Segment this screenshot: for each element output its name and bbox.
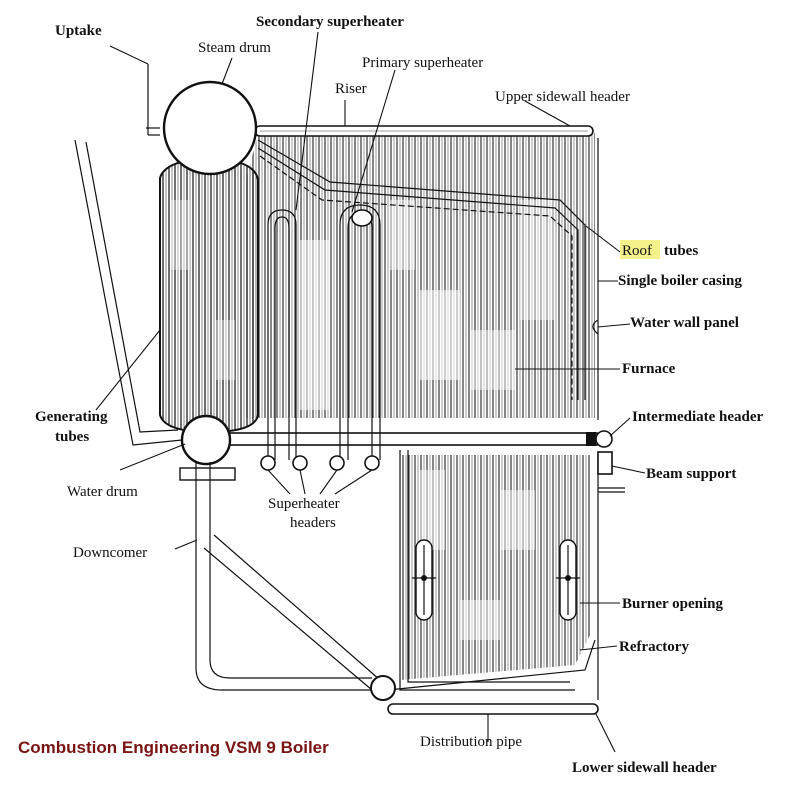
secondary-superheater	[267, 209, 297, 460]
primary-superheater	[339, 204, 381, 460]
label-water-drum: Water drum	[67, 484, 138, 500]
label-roof-tubes-word2: tubes	[664, 243, 698, 259]
label-beam-support: Beam support	[646, 466, 736, 482]
downcomer	[195, 462, 381, 691]
lower-furnace	[400, 455, 590, 680]
label-superheater-headers-2: headers	[290, 515, 336, 531]
label-steam-drum: Steam drum	[198, 40, 271, 56]
uptake-duct	[74, 64, 183, 446]
furnace-tube-wall	[245, 133, 595, 418]
upper-sidewall-header	[254, 125, 594, 137]
label-water-wall-panel: Water wall panel	[630, 315, 739, 331]
label-lower-sidewall-header: Lower sidewall header	[572, 760, 717, 776]
lower-sidewall-header	[387, 703, 599, 715]
generating-tubes	[159, 156, 259, 434]
label-secondary-superheater: Secondary superheater	[256, 14, 404, 30]
label-roof-tubes-word1: Roof	[622, 243, 652, 259]
label-intermediate-header: Intermediate header	[632, 409, 764, 425]
label-burner-opening: Burner opening	[622, 596, 723, 612]
label-superheater-headers-1: Superheater	[268, 496, 340, 512]
burner-opening-left	[412, 539, 436, 621]
label-single-boiler-casing: Single boiler casing	[618, 273, 742, 289]
boiler-casing	[387, 138, 599, 700]
label-primary-superheater: Primary superheater	[362, 55, 483, 71]
label-riser: Riser	[335, 81, 367, 97]
water-wall-panel	[592, 319, 599, 335]
leader-lines	[95, 31, 646, 753]
water-drum	[180, 414, 232, 466]
beam-support	[597, 451, 625, 493]
roof-tubes	[257, 139, 586, 400]
label-refractory: Refractory	[619, 639, 689, 655]
label-upper-sidewall-header: Upper sidewall header	[495, 89, 630, 105]
label-generating-tubes-2: tubes	[55, 429, 89, 445]
label-generating-tubes-1: Generating	[35, 409, 108, 425]
steam-drum	[162, 80, 258, 176]
intermediate-header-pipe	[224, 430, 613, 448]
diagram-caption: Combustion Engineering VSM 9 Boiler	[18, 738, 329, 757]
label-downcomer: Downcomer	[73, 545, 147, 561]
label-distribution-pipe: Distribution pipe	[420, 734, 522, 750]
burner-opening-right	[556, 539, 580, 621]
highlight-roof	[620, 240, 660, 259]
label-uptake: Uptake	[55, 23, 102, 39]
superheater-headers	[260, 455, 380, 471]
label-furnace: Furnace	[622, 361, 676, 377]
distribution-header	[370, 675, 396, 701]
